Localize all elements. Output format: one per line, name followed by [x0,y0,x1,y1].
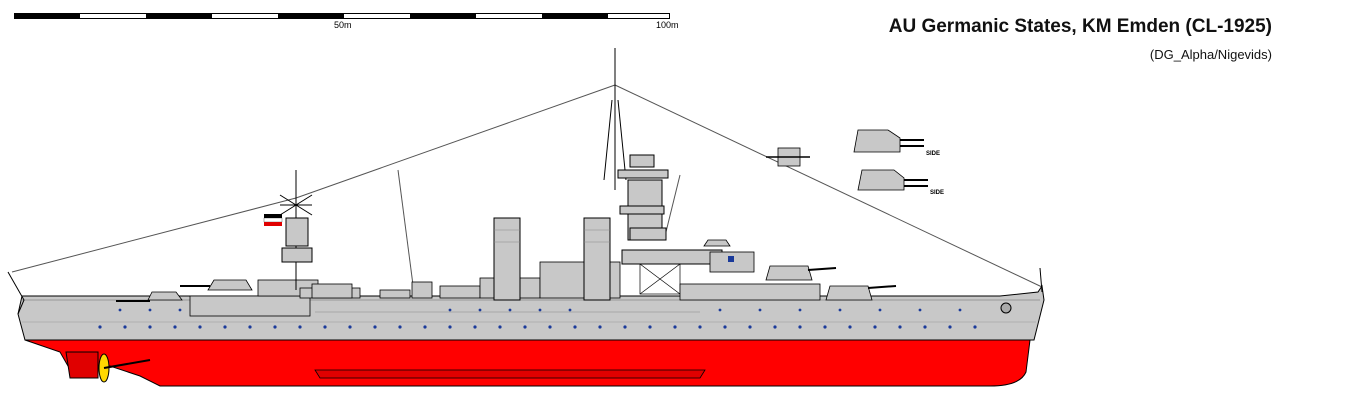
turret-side-detail-top [853,129,924,153]
aft-turrets [116,279,253,302]
forward-turrets [679,239,897,301]
aft-mast [279,170,313,290]
turret-side-detail-bottom [857,169,928,191]
ensign-flag [263,214,283,226]
porthole-row [98,296,977,329]
turret-top-detail [766,147,810,167]
page-title: AU Germanic States, KM Emden (CL-1925) [888,16,1272,37]
underwater-hull [24,339,1031,387]
bridge-lattice [639,263,681,295]
scale-bar [14,13,670,19]
side-label-top: SIDE [926,151,941,157]
fore-mast [603,48,723,265]
author-credit: (DG_Alpha/Nigevids) [1149,47,1272,62]
bilge-keel [314,369,706,379]
scale-mid-label: 50m [334,20,352,30]
rigging-lines [11,84,1043,288]
scale-end-label: 100m [656,20,679,30]
side-label-bottom: SIDE [930,190,945,196]
rudder [65,351,99,379]
funnels [493,217,611,301]
